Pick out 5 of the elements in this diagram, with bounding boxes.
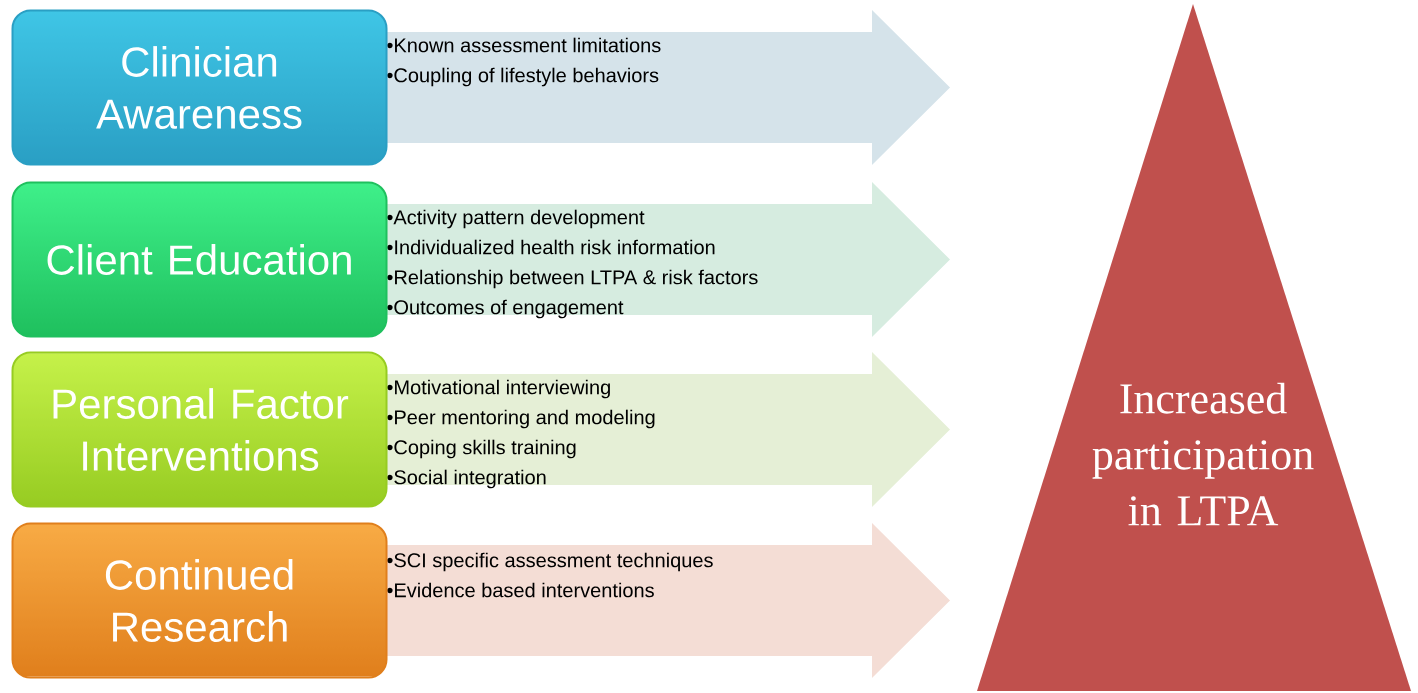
rounded-box: Personal Factor Interventions bbox=[11, 351, 388, 508]
rounded-box: Continued Research bbox=[11, 522, 388, 679]
triangle: Increased participation in LTPA bbox=[977, 4, 1411, 691]
rounded-box: Clinician Awareness bbox=[11, 9, 388, 166]
rounded-box: Client Education bbox=[11, 181, 388, 338]
